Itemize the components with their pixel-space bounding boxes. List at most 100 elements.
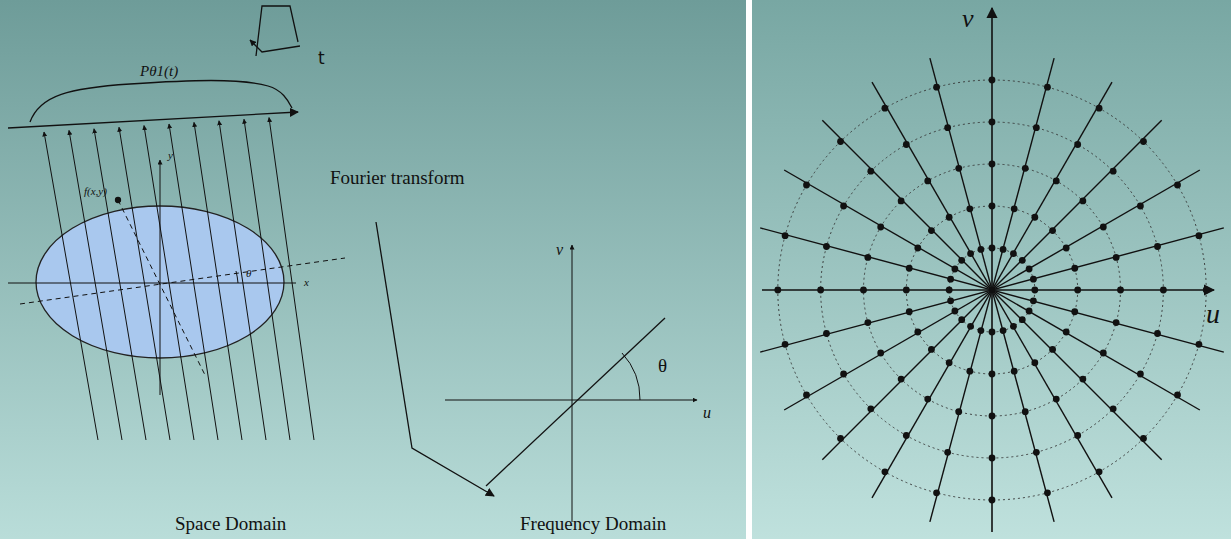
sample-dot: [1079, 198, 1086, 205]
sample-dot: [1011, 368, 1018, 375]
axis-label: u: [703, 405, 711, 421]
sample-dot: [947, 297, 954, 304]
sample-dot: [924, 177, 931, 184]
x-axis: [8, 283, 296, 284]
sample-dot: [1074, 141, 1081, 148]
sample-dot: [882, 468, 889, 475]
sample-dot: [1053, 396, 1060, 403]
sample-dot: [1174, 182, 1181, 189]
transform-arrow: [376, 222, 494, 496]
sample-dot: [1044, 84, 1051, 91]
sample-dot: [1140, 435, 1147, 442]
ray-line: [119, 127, 170, 440]
sample-dot: [914, 329, 921, 336]
sample-dot: [1030, 297, 1037, 304]
angle-arc: [236, 271, 238, 283]
sample-dot: [946, 359, 953, 366]
sample-dot: [1096, 105, 1103, 112]
sample-dot: [837, 435, 844, 442]
axis-label: y: [168, 150, 173, 161]
slice-line: [486, 318, 665, 486]
sample-dot: [1026, 266, 1033, 273]
sample-dot: [1110, 168, 1117, 175]
left-panel: [0, 0, 746, 539]
projection-label: Pθ1(t): [140, 64, 178, 79]
sample-dot: [1154, 330, 1161, 337]
sample-dot: [1031, 214, 1038, 221]
sample-dot: [989, 203, 996, 210]
sample-dot: [989, 77, 996, 84]
sample-dot: [1031, 359, 1038, 366]
sample-dot: [782, 341, 789, 348]
angle-label: θ: [658, 356, 667, 375]
sample-dot: [1030, 276, 1037, 283]
sample-dot: [1049, 227, 1056, 234]
ray-line: [44, 132, 98, 440]
sample-dot: [1022, 165, 1029, 172]
sample-dot: [898, 198, 905, 205]
u-axis: [762, 289, 1214, 291]
sample-dot: [933, 84, 940, 91]
sample-dot: [944, 449, 951, 456]
sample-dot: [914, 245, 921, 252]
sample-dot: [955, 165, 962, 172]
ray-line: [169, 124, 218, 440]
sample-dot: [906, 308, 913, 315]
sample-dot: [989, 161, 996, 168]
sample-dot: [867, 168, 874, 175]
sample-dot: [1011, 205, 1018, 212]
sample-dot: [989, 329, 996, 336]
sample-dot: [840, 371, 847, 378]
sample-dot: [1044, 489, 1051, 496]
sample-dot: [1063, 329, 1070, 336]
sample-dot: [966, 368, 973, 375]
sample-dot: [1117, 287, 1124, 294]
sample-dot: [1110, 405, 1117, 412]
sample-dot: [1000, 246, 1007, 253]
transform-label: Fourier transform: [330, 168, 465, 187]
axis-label: x: [304, 277, 309, 288]
sample-dot: [1137, 371, 1144, 378]
axis-label: u: [1206, 300, 1220, 328]
sample-dot: [860, 287, 867, 294]
pulse-arrow: [250, 40, 300, 52]
sample-dot: [967, 323, 974, 330]
angle-arc: [622, 353, 640, 400]
sample-dot: [1196, 232, 1203, 239]
sample-dot: [989, 497, 996, 504]
ray-line: [194, 122, 242, 440]
sample-dot: [1140, 138, 1147, 145]
sample-dot: [1026, 308, 1033, 315]
point-label: f(x,y): [84, 186, 107, 197]
sample-dot: [1154, 243, 1161, 250]
sample-dot: [989, 371, 996, 378]
y-axis: [160, 160, 161, 395]
sample-dot: [989, 119, 996, 126]
pulse: [256, 6, 298, 56]
sample-dot: [837, 138, 844, 145]
right-panel: [752, 0, 1231, 539]
v-axis: [991, 8, 993, 532]
sample-dot: [924, 396, 931, 403]
rotated-axis: [20, 258, 345, 304]
ray-line: [219, 121, 266, 440]
panel-caption: Space Domain: [175, 514, 286, 533]
sample-dot: [933, 489, 940, 496]
sample-dot: [903, 141, 910, 148]
sample-dot: [1196, 341, 1203, 348]
sample-dot: [1031, 287, 1038, 294]
sample-dot: [903, 432, 910, 439]
sample-dot: [955, 408, 962, 415]
sample-dot: [958, 316, 965, 323]
sample-dot: [951, 266, 958, 273]
sample-dot: [782, 232, 789, 239]
sample-dot: [882, 105, 889, 112]
sample-dot: [867, 405, 874, 412]
sample-dot: [774, 287, 781, 294]
sample-dot: [877, 350, 884, 357]
axis-label: v: [556, 242, 563, 258]
sample-dot: [1071, 308, 1078, 315]
sample-dot: [817, 287, 824, 294]
sample-dot: [989, 413, 996, 420]
sample-dot: [1100, 224, 1107, 231]
